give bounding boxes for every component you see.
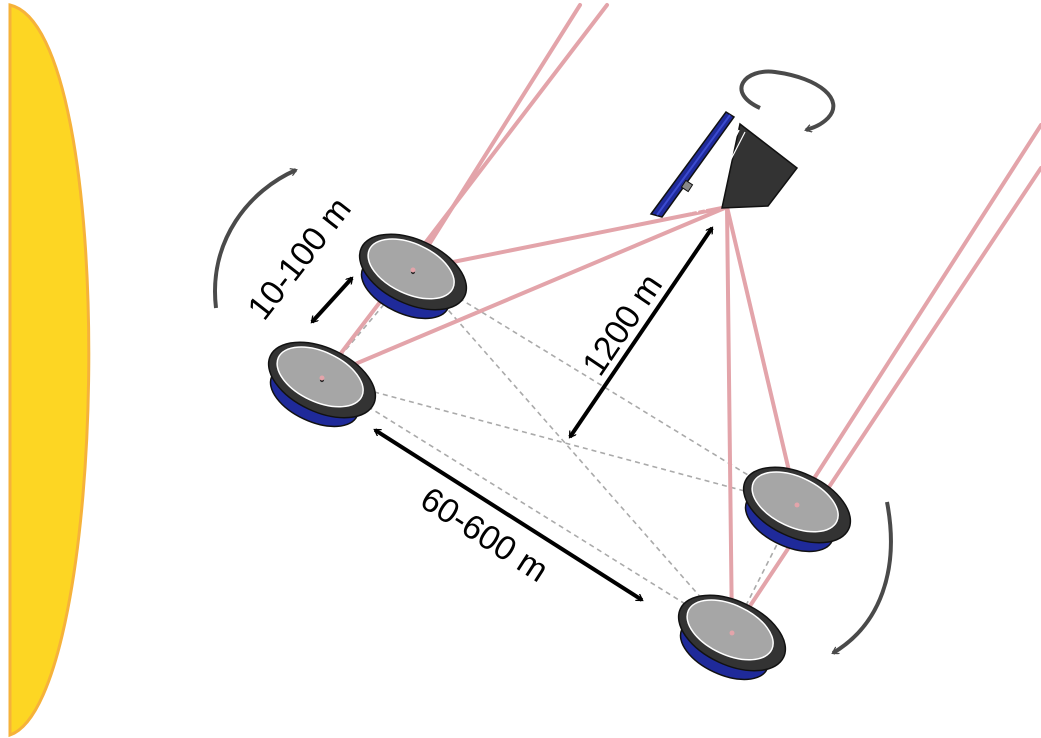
- beam-focus-points: [319, 267, 800, 636]
- rotation-arrow-spacecraft-icon: [739, 69, 836, 130]
- short-baseline-label: 10-100 m: [240, 190, 358, 327]
- collector-mirror-4: [677, 594, 787, 681]
- short-baseline-arrow: [310, 278, 354, 322]
- array-spacing-arrow: [375, 428, 642, 602]
- light-beams: [320, 3, 1041, 635]
- star-disk: [8, 3, 91, 738]
- collector-mirror-1: [358, 233, 468, 320]
- rotation-arrow-left-icon: [213, 170, 296, 309]
- combiner-spacecraft: [649, 110, 799, 218]
- baseline-lines: [321, 269, 798, 634]
- long-baseline-arrow: [568, 228, 714, 437]
- collector-mirror-2: [267, 341, 377, 428]
- long-baseline-label: 1200 m: [575, 267, 670, 382]
- rotation-arrow-right-icon: [833, 501, 893, 655]
- array-spacing-label: 60-600 m: [414, 480, 555, 590]
